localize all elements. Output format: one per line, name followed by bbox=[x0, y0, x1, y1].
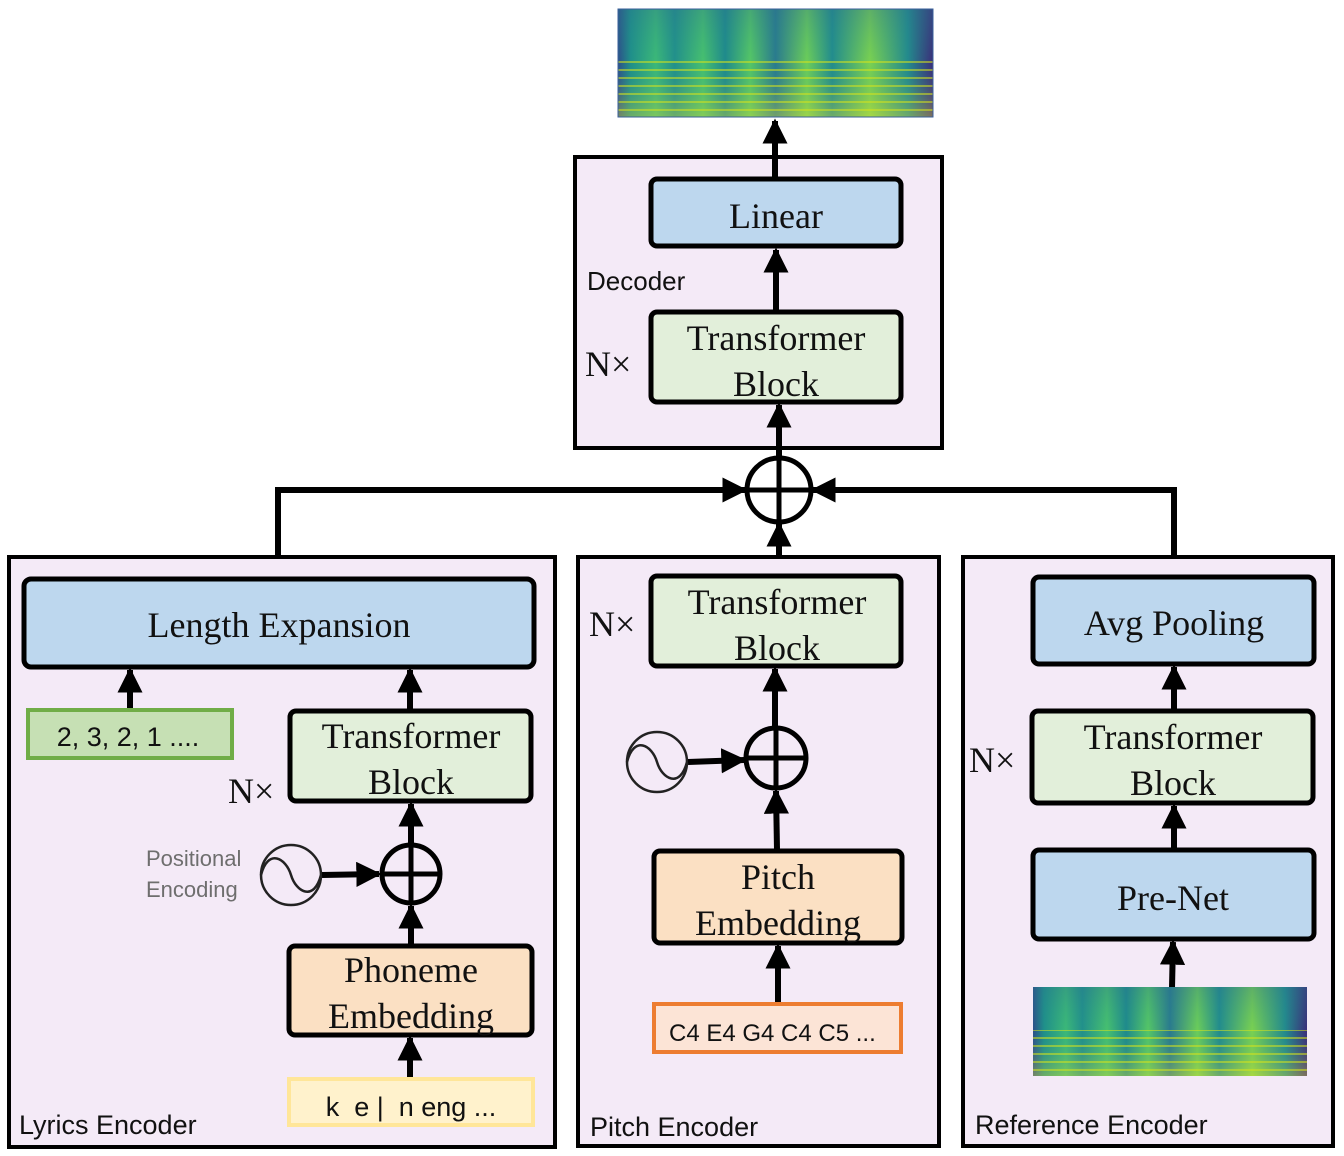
arrow-pitch-embedding-to-sum bbox=[763, 788, 789, 851]
connector-reference-to-sum bbox=[810, 477, 1177, 577]
connector-lyrics-to-sum bbox=[275, 477, 748, 577]
length-expansion-block: Length Expansion bbox=[21, 576, 537, 670]
decoder-label: Decoder bbox=[587, 266, 686, 296]
pitch-embedding-line1: Pitch bbox=[741, 857, 815, 897]
pitch-input-text: C4 E4 G4 C4 C5 ... bbox=[669, 1020, 876, 1047]
phoneme-embedding-block: Phoneme Embedding bbox=[286, 943, 535, 1038]
lyrics-transformer-block: Transformer Block bbox=[287, 708, 534, 804]
arrow-reference-spec-to-prenet bbox=[1159, 939, 1186, 989]
pitch-transformer-line1: Transformer bbox=[688, 582, 867, 622]
reference-encoder-label: Reference Encoder bbox=[975, 1110, 1208, 1140]
phoneme-embedding-line2: Embedding bbox=[328, 996, 494, 1036]
lyrics-positional-encoding-icon bbox=[259, 843, 323, 907]
pitch-positional-encoding-icon bbox=[625, 730, 689, 794]
phoneme-embedding-line1: Phoneme bbox=[344, 950, 478, 990]
arrow-pitch-positional-to-sum bbox=[687, 748, 747, 774]
linear-block: Linear bbox=[648, 176, 904, 249]
pitch-input-box: C4 E4 G4 C4 C5 ... bbox=[652, 1002, 903, 1054]
lyrics-repeat-label: N× bbox=[228, 771, 274, 811]
pitch-encoder-label: Pitch Encoder bbox=[590, 1112, 758, 1142]
arrow-positional-to-lyrics-sum bbox=[321, 861, 382, 887]
main-sum-icon bbox=[744, 455, 814, 525]
lyrics-input-text: k e | n eng ... bbox=[326, 1092, 497, 1122]
lyrics-transformer-line2: Block bbox=[368, 762, 454, 802]
avg-pooling-block: Avg Pooling bbox=[1030, 574, 1317, 667]
reference-transformer-line2: Block bbox=[1130, 763, 1216, 803]
lyrics-transformer-line1: Transformer bbox=[322, 716, 501, 756]
pitch-repeat-label: N× bbox=[589, 604, 635, 644]
positional-encoding-line2: Encoding bbox=[146, 877, 238, 902]
decoder-transformer-line2: Block bbox=[733, 364, 819, 404]
pitch-transformer-block: Transformer Block bbox=[648, 573, 904, 669]
reference-repeat-label: N× bbox=[969, 740, 1015, 780]
reference-spectrogram-icon bbox=[1033, 987, 1307, 1076]
lyrics-encoder-label: Lyrics Encoder bbox=[19, 1110, 197, 1140]
pitch-sum-icon bbox=[743, 725, 809, 791]
reference-transformer-block: Transformer Block bbox=[1029, 708, 1316, 806]
pitch-embedding-block: Pitch Embedding bbox=[651, 848, 905, 946]
decoder-transformer-line1: Transformer bbox=[687, 318, 866, 358]
reference-transformer-line1: Transformer bbox=[1084, 717, 1263, 757]
decoder-transformer-block: Transformer Block bbox=[648, 309, 904, 405]
lyrics-sum-icon bbox=[379, 842, 443, 906]
durations-box: 2, 3, 2, 1 .... bbox=[26, 708, 234, 760]
lyrics-input-box: k e | n eng ... bbox=[287, 1077, 535, 1127]
pitch-transformer-line2: Block bbox=[734, 628, 820, 668]
positional-encoding-line1: Positional bbox=[146, 846, 241, 871]
prenet-block: Pre-Net bbox=[1030, 847, 1317, 942]
durations-text: 2, 3, 2, 1 .... bbox=[57, 722, 200, 752]
length-expansion-label: Length Expansion bbox=[148, 605, 411, 645]
output-spectrogram-icon bbox=[617, 8, 934, 118]
avg-pooling-label: Avg Pooling bbox=[1084, 603, 1264, 643]
pitch-embedding-line2: Embedding bbox=[695, 903, 861, 943]
linear-label: Linear bbox=[729, 196, 823, 236]
prenet-label: Pre-Net bbox=[1117, 878, 1229, 918]
decoder-repeat-label: N× bbox=[585, 344, 631, 384]
